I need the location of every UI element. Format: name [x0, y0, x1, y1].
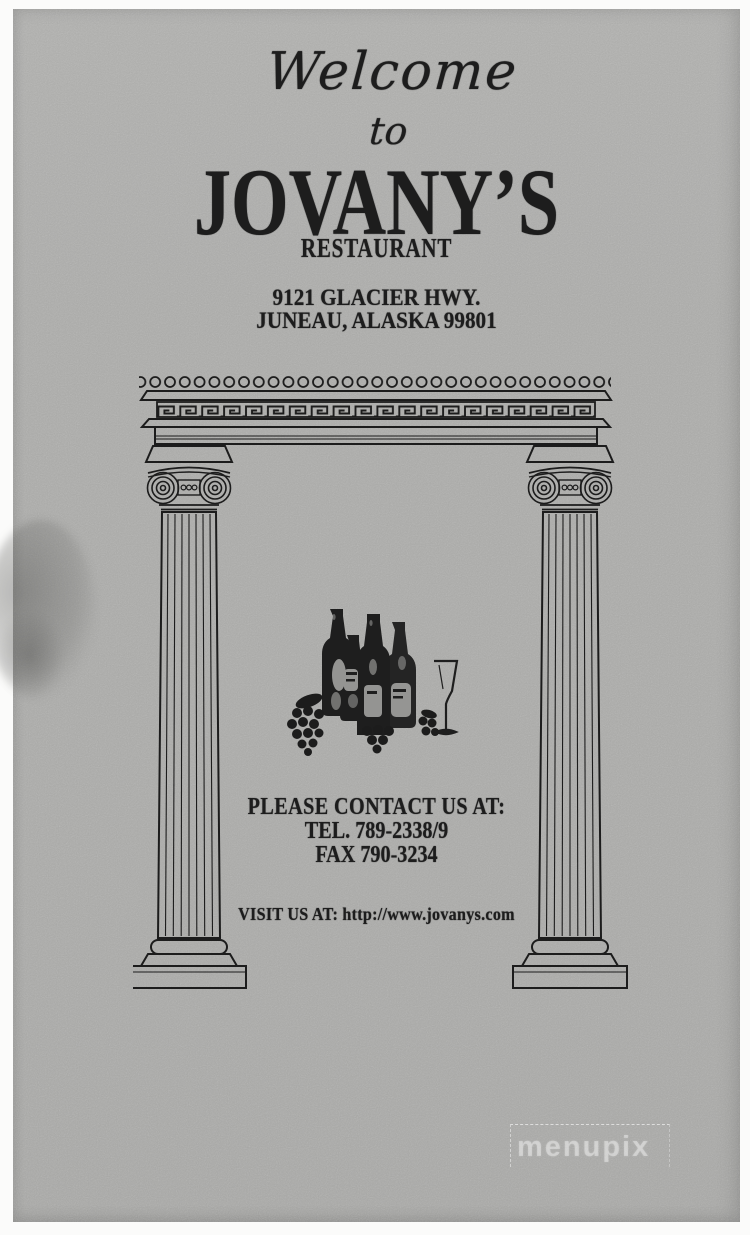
greek-columns-arch-illustration — [133, 376, 628, 989]
welcome-to-text: to — [367, 109, 410, 153]
address-line-2: JUNEAU, ALASKA 99801 — [256, 308, 497, 333]
paper-stain-mark-2 — [0, 610, 64, 700]
menupix-watermark: menupix — [510, 1124, 670, 1167]
restaurant-name: JOVANY’S — [193, 149, 560, 255]
website-line: VISIT US AT: http://www.jovanys.com — [238, 904, 515, 924]
wine-bottles-illustration — [287, 609, 459, 756]
greek-key-frieze — [156, 401, 596, 418]
grapes-right — [418, 709, 439, 736]
paper-stain-mark — [0, 520, 96, 700]
address-line-1: 9121 GLACIER HWY. — [272, 285, 481, 310]
phone-line: TEL. 789-2338/9 — [304, 818, 449, 844]
grapes-left — [287, 693, 324, 756]
antefix-scallop-row — [139, 376, 611, 390]
restaurant-subtitle: RESTAURANT — [300, 233, 453, 263]
welcome-script-text: Welcome — [264, 42, 521, 102]
contact-heading: PLEASE CONTACT US AT: — [247, 794, 506, 820]
fax-line: FAX 790-3234 — [315, 842, 438, 868]
grapes-center — [362, 725, 394, 754]
entablature — [139, 376, 613, 445]
watermark-text: menupix — [517, 1131, 651, 1163]
